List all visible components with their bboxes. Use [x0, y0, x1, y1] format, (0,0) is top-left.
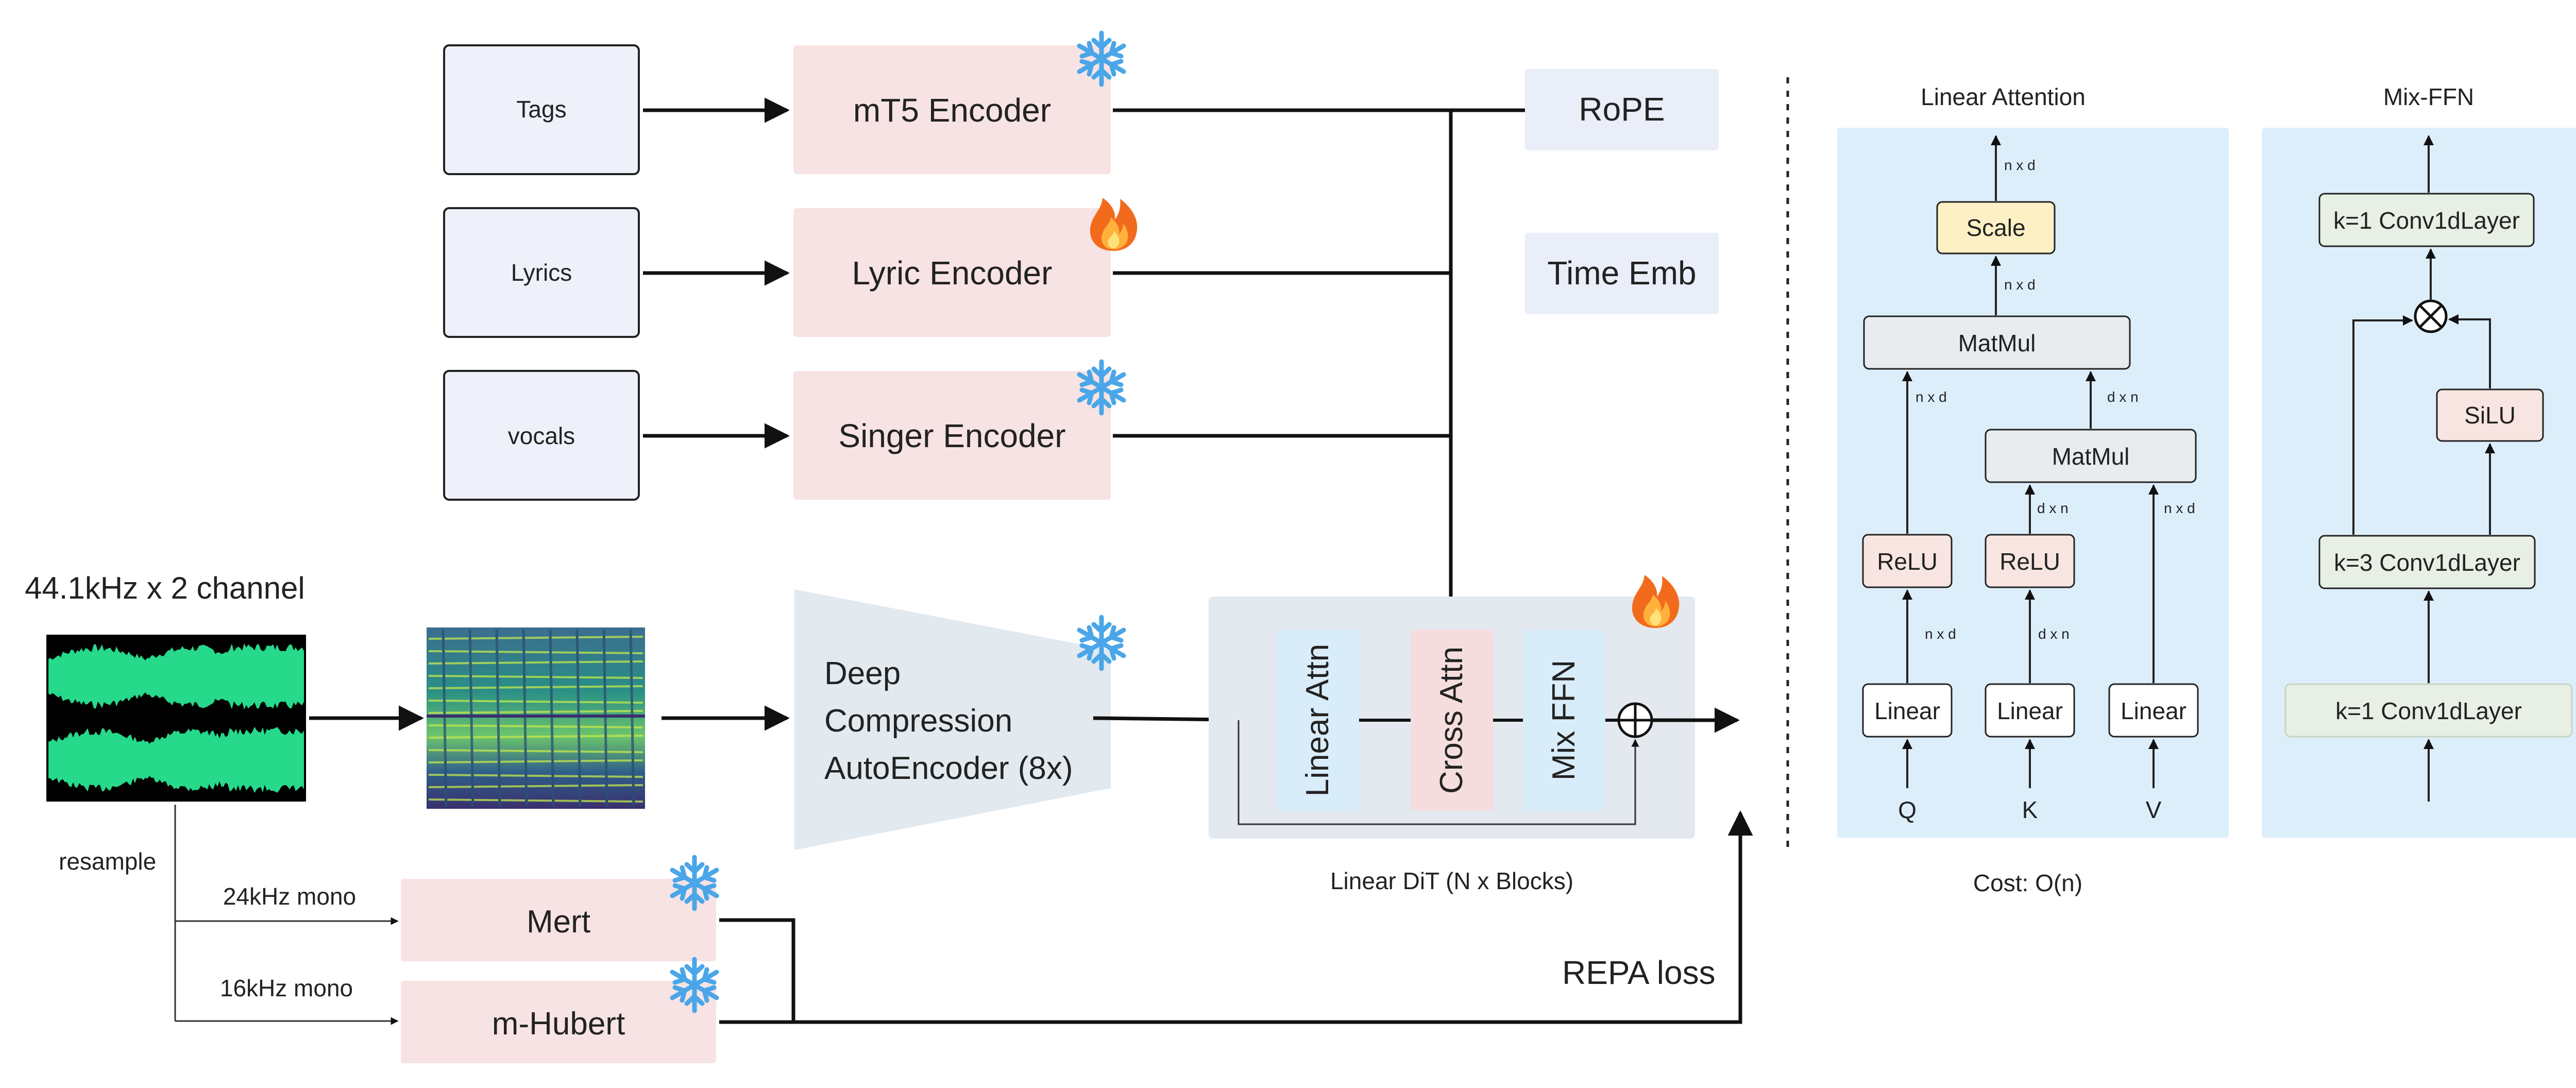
scale-label: Scale: [1966, 214, 2025, 241]
linear-v-box: [2108, 683, 2199, 738]
linear-attention-title: Linear Attention: [1921, 83, 2086, 110]
dim-scale-in-label: n x d: [2004, 277, 2036, 293]
linear-k-label: Linear: [1997, 698, 2063, 724]
cross-attn-label: Cross Attn: [1434, 647, 1469, 794]
mert-label: Mert: [527, 904, 590, 940]
mt5-encoder-box: mT5 Encoder: [793, 45, 1111, 174]
conv-mid-box: [2318, 535, 2536, 589]
spectrogram-image: [427, 627, 645, 809]
dcae-label-line2: Compression: [824, 703, 1012, 739]
q-label: Q: [1898, 796, 1917, 823]
dim-matmul-right-label: d x n: [2107, 389, 2139, 405]
dcae-box: Deep Compression AutoEncoder (8x): [794, 589, 1111, 850]
mono16-label: 16kHz mono: [220, 975, 353, 1001]
mix-ffn-panel: [2262, 128, 2576, 838]
tags-label: Tags: [516, 96, 566, 123]
conv-bottom-label: k=1 Conv1dLayer: [2335, 698, 2522, 724]
relu-k-box: [1985, 534, 2075, 588]
linear-dit-block: Linear Attn Cross Attn Mix FFN: [1209, 597, 1695, 839]
matmul-top-box: [1863, 315, 2131, 370]
silu-label: SiLU: [2464, 402, 2516, 429]
vocals-label: vocals: [508, 422, 575, 449]
dim-relu-q-in-label: n x d: [1925, 626, 1956, 642]
conv-bottom-box: [2284, 683, 2573, 738]
silu-box: [2436, 388, 2544, 442]
conv-top-label: k=1 Conv1dLayer: [2333, 207, 2520, 234]
k-label: K: [2022, 796, 2038, 823]
matmul-top-label: MatMul: [1958, 330, 2036, 356]
lyric-encoder-label: Lyric Encoder: [852, 254, 1053, 292]
matmul-mid-label: MatMul: [2052, 443, 2130, 470]
linear-k-box: [1985, 683, 2075, 738]
fire-icon: [1632, 575, 1680, 628]
rope-label: RoPE: [1579, 91, 1665, 128]
matmul-mid-box: [1985, 429, 2197, 483]
singer-encoder-box: Singer Encoder: [793, 371, 1111, 500]
repa-loss-arrow: [719, 810, 1753, 1024]
relu-q-label: ReLU: [1877, 548, 1938, 575]
waveform-channel-1: [48, 643, 304, 710]
dit-caption: Linear DiT (N x Blocks): [1330, 868, 1573, 894]
mhubert-label: m-Hubert: [492, 1006, 625, 1042]
rope-box: RoPE: [1525, 69, 1719, 150]
dim-matmul-left-label: n x d: [1916, 389, 1947, 405]
tags-box: Tags: [443, 44, 640, 175]
dim-relu-k-in-label: d x n: [2038, 626, 2070, 642]
linear-v-label: Linear: [2121, 698, 2187, 724]
relu-q-box: [1862, 534, 1953, 588]
channel-label: 44.1kHz x 2 channel: [25, 571, 305, 605]
time-emb-label: Time Emb: [1547, 254, 1696, 292]
fire-icon: [1090, 198, 1138, 251]
mix-ffn-label: Mix FFN: [1546, 660, 1582, 780]
dim-relu-k-up-label: d x n: [2037, 500, 2069, 516]
dcae-label-line3: AutoEncoder (8x): [824, 751, 1073, 786]
repa-loss-label: REPA loss: [1562, 954, 1716, 991]
conv-top-box: [2318, 193, 2535, 247]
dim-out-label: n x d: [2004, 157, 2036, 173]
mono24-label: 24kHz mono: [223, 883, 356, 910]
mhubert-box: m-Hubert: [401, 981, 716, 1063]
lyric-encoder-box: Lyric Encoder: [793, 208, 1111, 337]
linear-attn-label: Linear Attn: [1300, 644, 1335, 796]
mert-box: Mert: [401, 879, 716, 961]
time-emb-box: Time Emb: [1525, 233, 1719, 314]
dcae-label-line1: Deep: [824, 656, 901, 691]
conv-mid-label: k=3 Conv1dLayer: [2334, 549, 2520, 576]
mt5-encoder-label: mT5 Encoder: [853, 92, 1051, 129]
vocals-box: vocals: [443, 370, 640, 501]
lyrics-box: Lyrics: [443, 207, 640, 338]
resample-label: resample: [59, 848, 156, 875]
scale-box: [1936, 201, 2056, 254]
singer-encoder-label: Singer Encoder: [838, 417, 1065, 454]
dim-v-up-label: n x d: [2164, 500, 2195, 516]
lyrics-label: Lyrics: [511, 259, 572, 286]
linear-q-label: Linear: [1874, 698, 1940, 724]
waveform-channel-2: [48, 726, 304, 793]
cost-label: Cost: O(n): [1973, 870, 2082, 896]
linear-q-box: [1862, 683, 1953, 738]
v-label: V: [2146, 796, 2162, 823]
mix-ffn-title: Mix-FFN: [2383, 83, 2474, 110]
waveform-image: [46, 635, 306, 802]
connector-mert: [719, 918, 795, 1022]
relu-k-label: ReLU: [1999, 548, 2060, 575]
